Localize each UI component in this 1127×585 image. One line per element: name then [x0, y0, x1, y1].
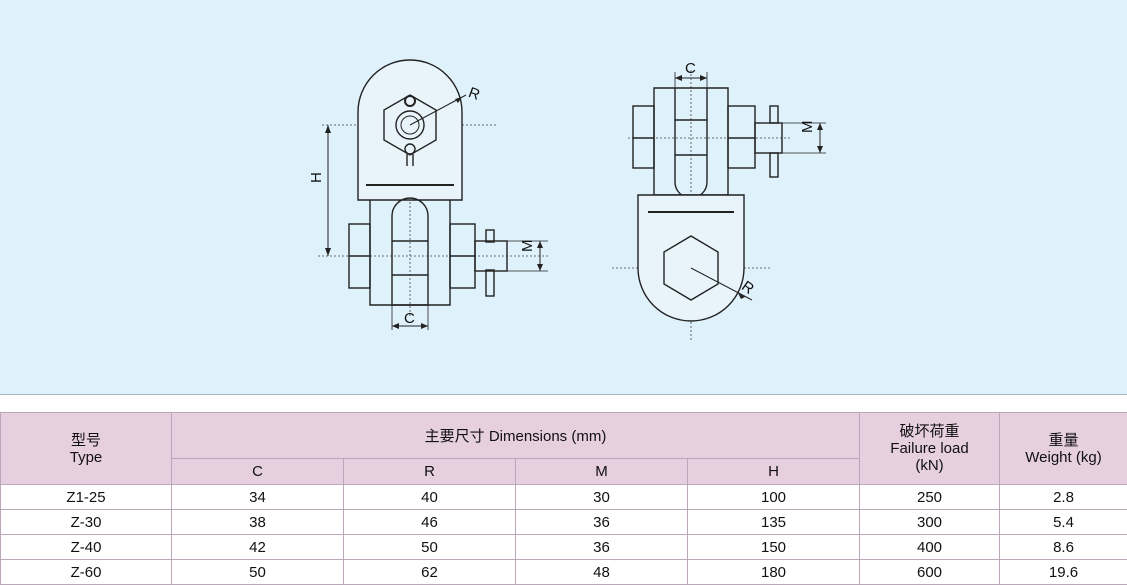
label-c-left: C: [404, 310, 415, 327]
header-weight: 重量 Weight (kg): [1000, 413, 1127, 485]
label-h: H: [308, 172, 325, 183]
cell-h: 150: [688, 535, 860, 560]
cell-m: 30: [516, 485, 688, 510]
cell-load: 600: [860, 560, 1000, 585]
table-row: Z-60 50 62 48 180 600 19.6: [1, 560, 1127, 585]
technical-drawing-panel: R H M C C M R: [0, 0, 1127, 395]
cell-m: 36: [516, 510, 688, 535]
cell-r: 62: [344, 560, 516, 585]
cell-weight: 19.6: [1000, 560, 1127, 585]
header-dimensions: 主要尺寸 Dimensions (mm): [172, 413, 860, 459]
header-failure-load: 破坏荷重 Failure load (kN): [860, 413, 1000, 485]
cell-load: 250: [860, 485, 1000, 510]
cell-type: Z-30: [1, 510, 172, 535]
label-m-left: M: [519, 240, 536, 253]
cell-load: 400: [860, 535, 1000, 560]
cell-type: Z-60: [1, 560, 172, 585]
cell-c: 42: [172, 535, 344, 560]
cell-c: 38: [172, 510, 344, 535]
table-row: Z-40 42 50 36 150 400 8.6: [1, 535, 1127, 560]
cell-weight: 2.8: [1000, 485, 1127, 510]
label-r-left: R: [466, 84, 482, 104]
header-m: M: [516, 459, 688, 485]
cell-c: 50: [172, 560, 344, 585]
cell-h: 180: [688, 560, 860, 585]
right-view: [612, 70, 826, 340]
header-c: C: [172, 459, 344, 485]
table-row: Z-30 38 46 36 135 300 5.4: [1, 510, 1127, 535]
spec-table: 型号 Type 主要尺寸 Dimensions (mm) 破坏荷重 Failur…: [0, 412, 1127, 585]
table-row: Z1-25 34 40 30 100 250 2.8: [1, 485, 1127, 510]
cell-r: 46: [344, 510, 516, 535]
left-view: [318, 60, 548, 330]
cell-type: Z-40: [1, 535, 172, 560]
cell-m: 48: [516, 560, 688, 585]
header-h: H: [688, 459, 860, 485]
cell-m: 36: [516, 535, 688, 560]
cell-weight: 5.4: [1000, 510, 1127, 535]
cell-r: 40: [344, 485, 516, 510]
cell-h: 135: [688, 510, 860, 535]
cell-c: 34: [172, 485, 344, 510]
cell-h: 100: [688, 485, 860, 510]
cell-weight: 8.6: [1000, 535, 1127, 560]
cell-r: 50: [344, 535, 516, 560]
header-r: R: [344, 459, 516, 485]
clevis-drawing: R H M C C M R: [0, 0, 1127, 394]
header-type: 型号 Type: [1, 413, 172, 485]
label-c-right: C: [685, 60, 696, 77]
label-m-right: M: [799, 121, 816, 134]
cell-load: 300: [860, 510, 1000, 535]
cell-type: Z1-25: [1, 485, 172, 510]
